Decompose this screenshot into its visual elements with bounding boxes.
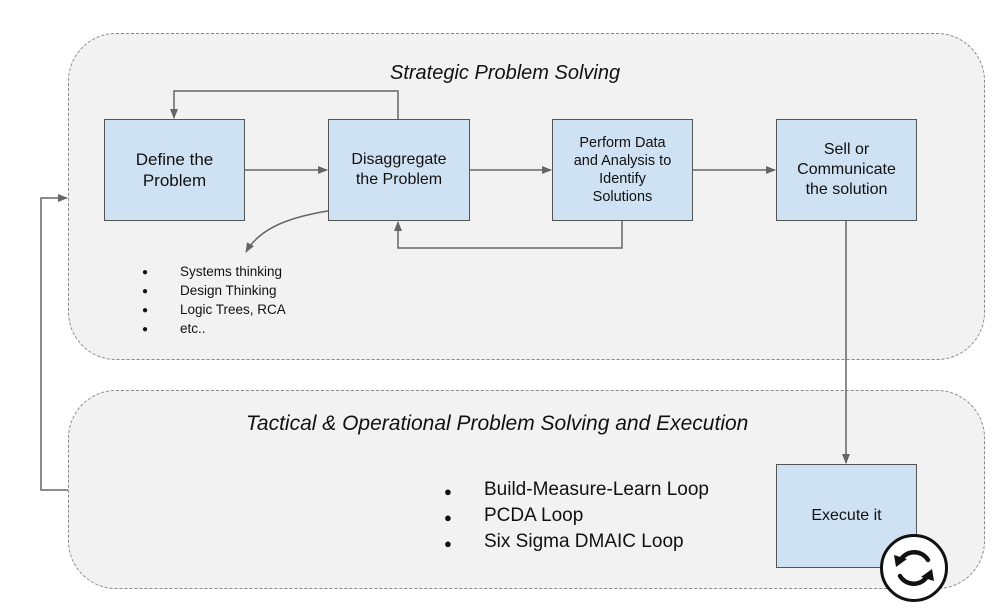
disaggregation-methods-list: Systems thinking Design Thinking Logic T… (142, 262, 286, 339)
list-item: Design Thinking (142, 281, 286, 301)
data-analysis-label: Perform Data and Analysis to Identify So… (573, 134, 672, 206)
disaggregate-problem-label: Disaggregate the Problem (351, 151, 447, 188)
define-problem-box: Define the Problem (104, 119, 245, 221)
arrow-data-back-to-disaggregate (394, 221, 623, 249)
define-problem-label: Define the Problem (135, 149, 214, 190)
sell-communicate-box: Sell or Communicate the solution (776, 119, 917, 221)
list-item: Logic Trees, RCA (142, 300, 286, 320)
arrow-disaggregate-back-to-define (170, 90, 399, 119)
list-item: etc.. (142, 319, 286, 339)
refresh-cycle-icon (880, 534, 948, 602)
list-item: Systems thinking (142, 262, 286, 282)
tactical-section-title: Tactical & Operational Problem Solving a… (246, 412, 749, 435)
data-analysis-box: Perform Data and Analysis to Identify So… (552, 119, 693, 221)
strategic-section-title: Strategic Problem Solving (390, 62, 621, 84)
disaggregate-problem-box: Disaggregate the Problem (328, 119, 470, 221)
list-item: Six Sigma DMAIC Loop (444, 529, 709, 557)
list-item: Build-Measure-Learn Loop (444, 477, 709, 505)
arrow-tactical-feedback-to-strategic (40, 194, 68, 491)
list-item: PCDA Loop (444, 503, 709, 531)
sell-communicate-label: Sell or Communicate the solution (797, 141, 896, 198)
execution-loops-list: Build-Measure-Learn Loop PCDA Loop Six S… (444, 477, 709, 557)
execute-label: Execute it (811, 507, 882, 524)
